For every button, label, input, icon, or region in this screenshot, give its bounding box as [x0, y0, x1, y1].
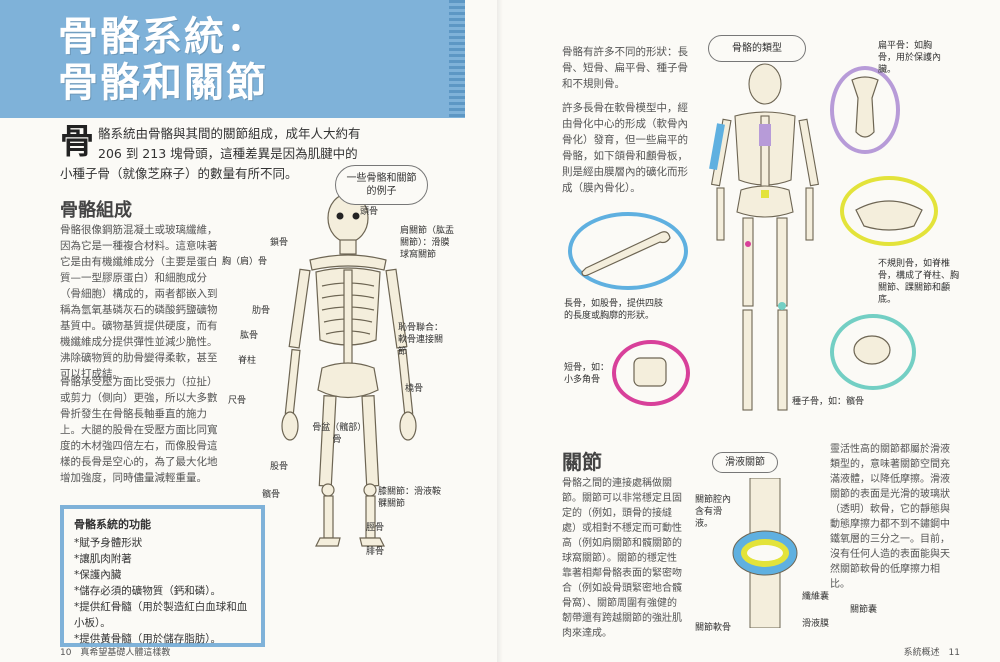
callout-bone-types: 骨骼的類型	[708, 35, 806, 62]
label-long-bone: 長骨，如股骨，提供四肢的長度或胸廓的形狀。	[564, 299, 664, 321]
label-joint-cavity: 關節腔內含有滑液。	[695, 495, 732, 529]
title-line-1: 骨骼系統：	[58, 14, 268, 60]
circle-flat-bone	[830, 66, 900, 154]
synovial-paragraph: 靈活性高的關節都屬於滑液類型的，意味著關節空間充滿液體，以降低摩擦。滑液關節的表…	[830, 444, 950, 590]
function-item: *提供紅骨髓（用於製造紅白血球和血小板）。	[74, 601, 248, 629]
label-sesamoid-bone: 種子骨，如：髕骨	[792, 397, 865, 407]
vertebra-icon	[855, 200, 923, 231]
label-spine: 脊柱	[238, 356, 257, 366]
label-pelvis: 骨盆（髖部）骨	[312, 423, 362, 445]
long-bone-icon	[581, 231, 671, 277]
label-radius: 橈骨	[405, 384, 424, 394]
circle-sesamoid-bone	[830, 314, 916, 390]
banner-stripe	[449, 0, 465, 118]
composition-paragraph-2: 骨骼承受壓方面比受張力（拉扯）或剪力（側向）更強，所以大多數骨折發生在骨骼長軸垂…	[60, 376, 218, 484]
label-pubic-joint: 恥骨聯合：軟骨連接關節	[398, 323, 444, 357]
label-rib: 肋骨	[252, 306, 271, 316]
label-fibrous-capsule: 纖維囊	[802, 592, 830, 602]
section-name: 系統概述	[903, 648, 940, 658]
label-humerus: 肱骨	[240, 331, 259, 341]
book-title: 真希望基礎人體這樣教	[80, 648, 171, 658]
functions-box: 骨骼系統的功能 *賦予身體形狀 *讓肌肉附著 *保護內臟 *儲存必須的礦物質（鈣…	[60, 505, 265, 647]
drop-cap: 骨	[60, 122, 94, 162]
label-ulna: 尺骨	[228, 396, 247, 406]
function-item: *保護內臟	[74, 569, 122, 581]
section-heading-joints: 關節	[562, 450, 602, 474]
page-number-left: 10	[60, 648, 72, 658]
function-item: *提供黃骨髓（用於儲存脂肪）。	[74, 633, 221, 645]
label-patella: 髕骨	[262, 490, 281, 500]
label-shoulder-joint: 肩關節（肱盂關節）：滑膜球窩關節	[400, 226, 455, 260]
label-synovial-membrane: 滑液膜	[802, 619, 830, 629]
page-title: 骨骼系統： 骨骼和關節	[58, 14, 268, 106]
function-item: *讓肌肉附著	[74, 553, 132, 565]
label-articular-cartilage: 關節軟骨	[695, 623, 732, 633]
circle-long-bone	[568, 212, 688, 290]
types-paragraph-2: 許多長骨在軟骨模型中，經由骨化中心的形成（軟骨內骨化）發育，但一些扁平的骨骼，如…	[562, 102, 688, 194]
section-heading-composition: 骨骼組成	[60, 200, 132, 221]
callout-examples: 一些骨骼和關節的例子	[335, 165, 428, 205]
left-page: 骨骼系統： 骨骼和關節 骨 骼系統由骨骼與其間的關節組成，成年人大約有 206 …	[0, 0, 465, 658]
callout-synovial-joint: 滑液關節	[712, 452, 778, 473]
label-fibula: 腓骨	[366, 547, 385, 557]
page-number-right: 11	[948, 648, 960, 658]
sesamoid-bone-icon	[853, 335, 891, 365]
circle-irregular-bone	[840, 176, 938, 246]
label-knee-joint: 膝關節：滑液鞍髁關節	[378, 487, 442, 509]
left-footer: 10 真希望基礎人體這樣教	[60, 645, 170, 658]
right-footer: 系統概述 11	[904, 645, 960, 658]
title-line-2: 骨骼和關節	[58, 60, 268, 106]
short-bone-icon	[633, 357, 667, 387]
label-skull: 頭骨	[360, 207, 379, 217]
flat-bone-icon	[851, 76, 879, 138]
synovial-joint-diagram	[732, 478, 798, 628]
skeleton-illustration	[281, 193, 417, 547]
label-joint-capsule: 關節囊	[850, 605, 878, 615]
label-flat-bone: 扁平骨：如胸骨，用於保護內臟。	[878, 41, 942, 75]
intro-text: 骼系統由骨骼與其間的關節組成，成年人大約有 206 到 213 塊骨頭，這種差異…	[60, 126, 361, 181]
joints-paragraph: 骨骼之間的連接處稱做關節。關節可以非常穩定且固定的（例如，頭骨的接縫處）或相對不…	[562, 478, 682, 639]
functions-heading: 骨骼系統的功能	[74, 518, 151, 531]
skeleton-types-illustration	[709, 63, 820, 411]
composition-paragraph-1: 骨骼很像鋼筋混凝土或玻璃纖維，因為它是一種複合材料。這意味著它是由有機纖維成分（…	[60, 224, 218, 380]
label-tibia: 脛骨	[366, 523, 385, 533]
label-irregular-bone: 不規則骨，如脊椎骨，構成了脊柱、胸關節、踝關節和顱底。	[878, 259, 960, 305]
function-item: *儲存必須的礦物質（鈣和磷）。	[74, 585, 221, 597]
book-gutter	[497, 0, 503, 662]
circle-short-bone	[612, 340, 690, 406]
label-femur: 股骨	[270, 462, 289, 472]
types-paragraph-1: 骨骼有許多不同的形狀：長骨、短骨、扁平骨、種子骨和不規則骨。	[562, 46, 688, 90]
function-item: *賦予身體形狀	[74, 537, 143, 549]
label-sternum: 胸（肩）骨	[222, 257, 268, 267]
label-short-bone: 短骨，如：小多角骨	[564, 363, 610, 385]
label-clavicle: 鎖骨	[270, 238, 289, 248]
title-banner: 骨骼系統： 骨骼和關節	[0, 0, 465, 118]
right-page: 骨骼有許多不同的形狀：長骨、短骨、扁平骨、種子骨和不規則骨。 許多長骨在軟骨模型…	[500, 0, 1000, 662]
intro-paragraph: 骨 骼系統由骨骼與其間的關節組成，成年人大約有 206 到 213 塊骨頭，這種…	[60, 124, 370, 184]
